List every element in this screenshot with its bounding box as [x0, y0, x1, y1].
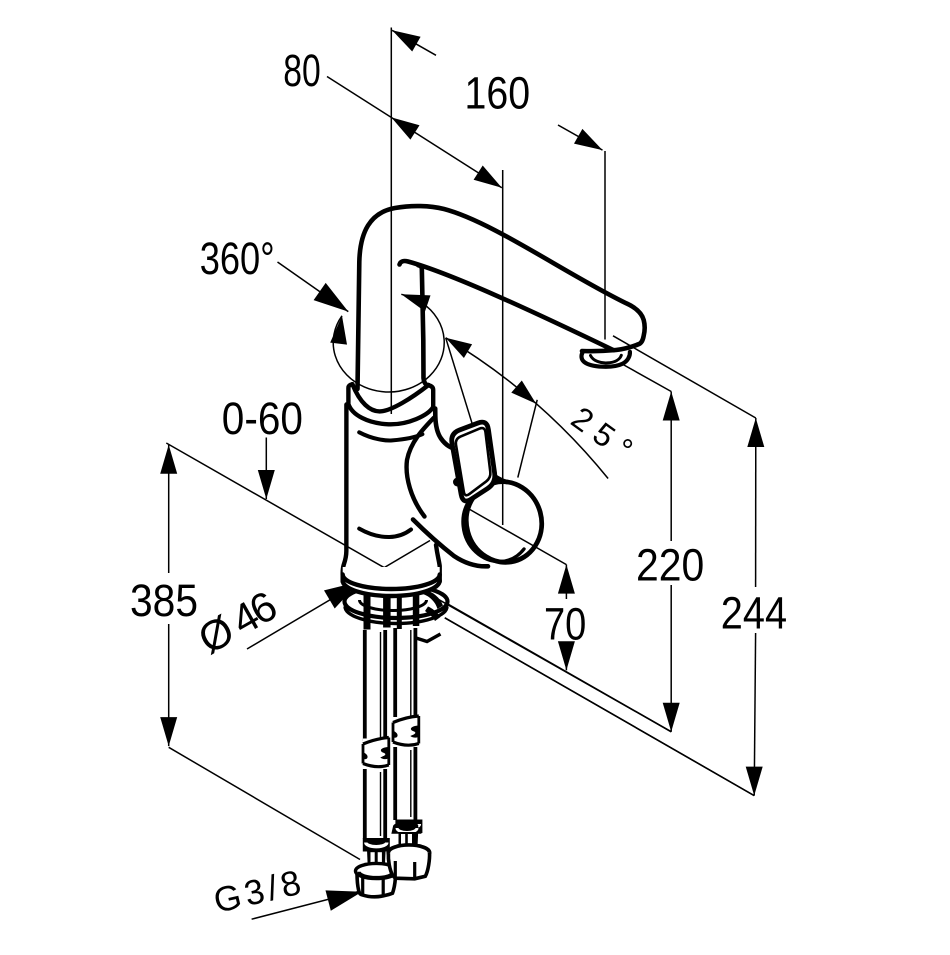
- svg-text:80: 80: [283, 45, 321, 96]
- svg-text:360°: 360°: [200, 233, 275, 284]
- svg-text:160: 160: [465, 68, 531, 119]
- svg-text:0-60: 0-60: [222, 393, 303, 444]
- svg-text:385: 385: [130, 575, 198, 626]
- svg-text:220: 220: [636, 540, 704, 591]
- svg-text:70: 70: [544, 599, 586, 650]
- svg-text:244: 244: [721, 587, 787, 638]
